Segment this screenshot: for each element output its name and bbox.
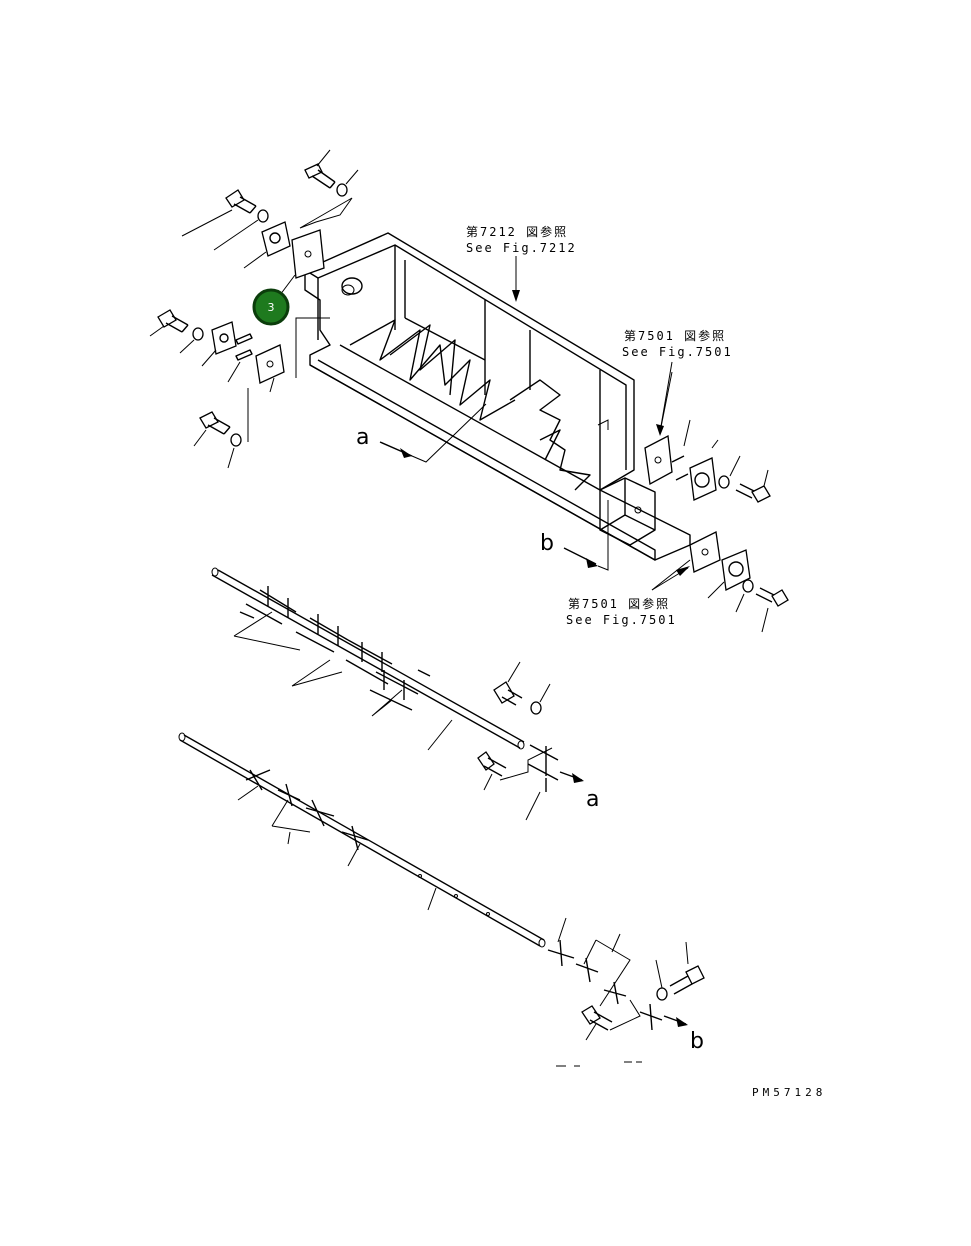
bolt-lower-right (755, 587, 789, 607)
view-letter-a-main: a (356, 425, 369, 450)
callout-fig7501-top-jp: 第7501 図参照 (624, 328, 726, 343)
callout-fig7212-en: See Fig.7212 (466, 241, 577, 255)
drawing-id: PM57128 (752, 1086, 826, 1099)
bolt-top-right (735, 483, 771, 503)
callout-fig7212-jp: 第7212 図参照 (466, 224, 568, 239)
badge-number: 3 (268, 301, 275, 314)
callout-fig7501-bot-jp: 第7501 図参照 (568, 596, 670, 611)
view-letter-a-shaft: a (586, 787, 599, 812)
left-hardware-group (149, 149, 359, 469)
view-letter-b-shaft: b (690, 1029, 704, 1054)
part-number-badge[interactable]: 3 (252, 288, 290, 326)
bolt-top-left (304, 163, 336, 189)
lower-auger-shaft (178, 732, 705, 1041)
callout-fig7501-bot-en: See Fig.7501 (566, 613, 677, 627)
bolt-lower-left (157, 309, 189, 333)
view-letter-b-main: b (540, 531, 554, 556)
bolt-mid-left (225, 189, 257, 214)
bolt-bottom-left (199, 411, 231, 435)
upper-paddle-shaft (211, 567, 559, 821)
callout-fig7501-top-en: See Fig.7501 (622, 345, 733, 359)
view-arrows (379, 256, 690, 1027)
right-hardware-group (644, 371, 789, 633)
paddle-group (239, 586, 431, 711)
housing-assembly (304, 232, 691, 561)
